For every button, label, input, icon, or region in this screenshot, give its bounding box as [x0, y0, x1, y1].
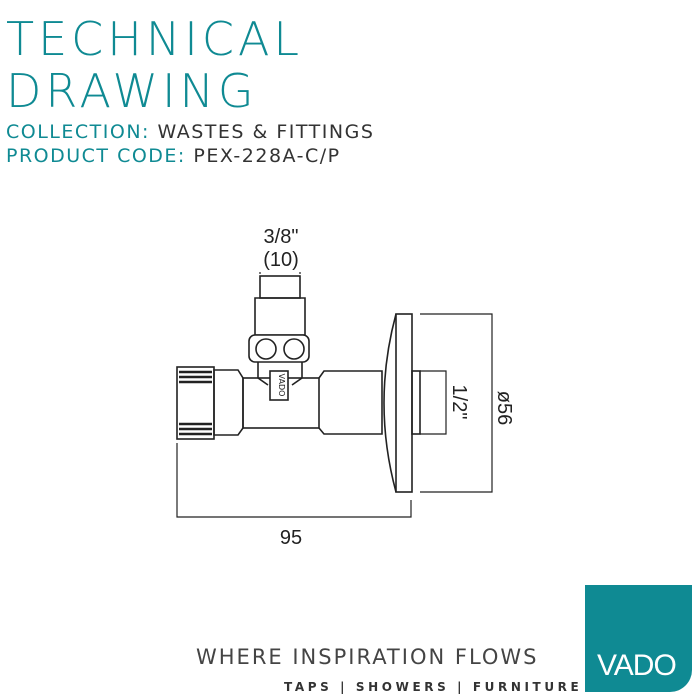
tagline: WHERE INSPIRATION FLOWS: [196, 645, 539, 669]
logo-text: VADO: [597, 649, 677, 682]
outlet-pipe: [318, 370, 383, 435]
handle-hole-left: [255, 338, 277, 360]
nut-body: [213, 369, 244, 436]
outlet-size-label: 3/8": [264, 226, 299, 248]
outlet-spout: [259, 275, 301, 299]
collection-label: COLLECTION:: [6, 121, 150, 143]
compression-nut: [176, 366, 215, 440]
handle-neck: [257, 362, 303, 386]
title-line-1: TECHNICAL: [6, 12, 304, 66]
product-code-label: PRODUCT CODE:: [6, 145, 186, 167]
outlet-mm-label: (10): [263, 249, 299, 271]
thread: [411, 370, 421, 435]
product-code-value: PEX-228A-C/P: [193, 145, 341, 167]
vado-logo: VADO: [585, 585, 692, 692]
product-code-line: PRODUCT CODE: PEX-228A-C/P: [6, 145, 341, 167]
inlet-size-label: 1/2": [448, 385, 470, 420]
flange-dome: [383, 313, 397, 493]
outlet-collar: [254, 297, 306, 336]
title-line-2: DRAWING: [6, 64, 258, 118]
handle-block: [248, 334, 310, 363]
product-categories: TAPS | SHOWERS | FURNITURE: [284, 680, 583, 694]
body-label: [269, 370, 289, 401]
length-label: 95: [280, 527, 302, 549]
flange-diameter-label: ø56: [493, 391, 515, 425]
nut-knurling: [179, 370, 212, 436]
collection-line: COLLECTION: WASTES & FITTINGS: [6, 121, 374, 143]
collection-value: WASTES & FITTINGS: [157, 121, 375, 143]
handle-hole-right: [283, 338, 305, 360]
flange-plate: [395, 313, 413, 493]
body-mark: VADO: [277, 374, 286, 397]
dimension-lines: [176, 272, 493, 518]
